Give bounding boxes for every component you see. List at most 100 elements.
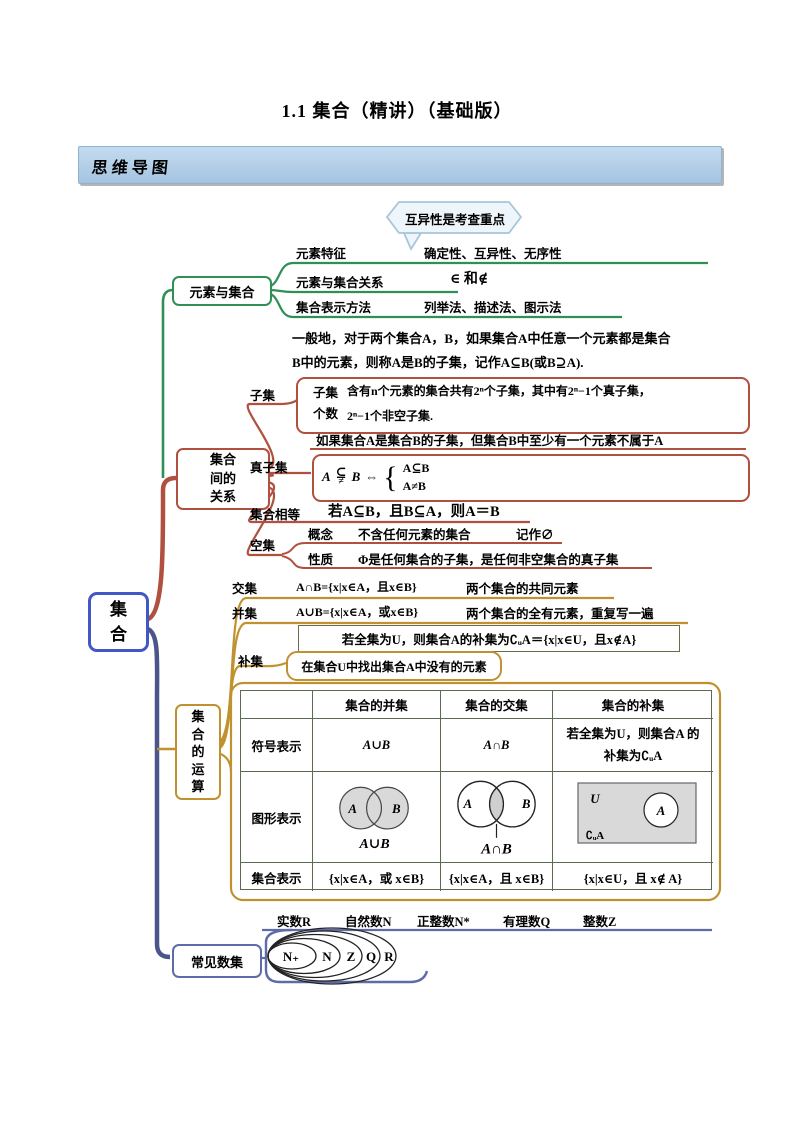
venn-complement-label-u: U: [590, 791, 600, 806]
subset-count-text2: 2ⁿ−1个非空子集.: [347, 409, 434, 423]
venn-intersection-diagram: A B A∩B: [457, 780, 536, 857]
ellipse-label-n: N: [322, 949, 332, 964]
node-common-number-sets: 常见数集: [172, 944, 262, 978]
element-feature-value: 确定性、互异性、无序性: [424, 247, 562, 261]
union-note: 两个集合的全有元素，重复写一遍: [466, 607, 654, 621]
union-label: 并集: [232, 607, 258, 621]
empty-set-concept-value: 不含任何元素的集合: [358, 528, 471, 542]
node-operations-label: 集合的运算: [191, 709, 205, 795]
intersection-note: 两个集合的共同元素: [466, 582, 579, 596]
table-set-intersection: {x|x∈A，且 x∈B}: [441, 863, 553, 891]
venn-complement-caption: ∁ᵤA: [586, 830, 605, 842]
element-relation-label: 元素与集合关系: [296, 276, 384, 290]
pf-iff-symbol: ⇔: [365, 469, 379, 484]
venn-complement-diagram: U A ∁ᵤA: [577, 781, 697, 844]
set-representation-label: 集合表示方法: [296, 301, 372, 315]
pf-neq-symbol: ≠: [338, 476, 344, 488]
pf-subset-symbol: ⊆: [335, 464, 347, 480]
union-formula: A∪B={x|x∈A，或x∈B}: [296, 605, 419, 619]
callout-bubble: [385, 201, 523, 251]
complement-formula-box: 若全集为U，则集合A的补集为∁ᵤA＝{x|x∈U，且x∉A}: [298, 625, 680, 652]
number-sets-nested-ellipses: [267, 927, 397, 985]
table-row-graph-label: 图形表示: [241, 772, 313, 863]
table-header-complement: 集合的补集: [553, 691, 713, 719]
table-header-intersection: 集合的交集: [441, 691, 553, 719]
proper-subset-formula: A ⊆ ≠ B ⇔ { A⊆B A≠B: [322, 459, 429, 495]
table-symbol-union: A∪B: [313, 719, 441, 772]
table-header-union: 集合的并集: [313, 691, 441, 719]
empty-set-property-key: 性质: [308, 553, 334, 567]
pf-b: B: [351, 469, 361, 484]
subset-count-text1: 含有n个元素的集合共有2ⁿ个子集，其中有2ⁿ−1个真子集，: [347, 384, 651, 398]
number-set-positive-integer: 正整数N*: [417, 915, 470, 929]
section-header-label: 思维导图: [90, 160, 173, 177]
venn-union-label-b: B: [391, 802, 401, 816]
pf-case2: A≠B: [402, 479, 426, 493]
subset-count-key-line1: 子集: [313, 386, 339, 400]
venn-intersection-label-a: A: [462, 797, 472, 811]
node-root-set: 集合: [88, 592, 149, 652]
venn-intersection-label-b: B: [521, 797, 531, 811]
table-graph-union-cell: A B A∪B: [313, 772, 441, 863]
ellipse-label-q: Q: [366, 949, 376, 964]
table-corner-cell: [241, 691, 313, 719]
ellipse-label-r: R: [384, 949, 394, 964]
number-set-rational: 有理数Q: [503, 915, 551, 929]
set-equality-label: 集合相等: [250, 508, 301, 522]
complement-formula: 若全集为U，则集合A的补集为∁ᵤA＝{x|x∈U，且x∉A}: [341, 633, 637, 647]
node-set-operations: 集合的运算: [175, 704, 221, 800]
table-symbol-complement-line2: 补集为∁ᵤA: [603, 749, 663, 763]
empty-set-label: 空集: [250, 539, 276, 553]
operations-table: 集合的并集 集合的交集 集合的补集 符号表示 A∪B A∩B 若全集为U，则集合…: [240, 690, 713, 891]
empty-set-concept-note: 记作∅: [516, 528, 554, 542]
set-equality-value: 若A⊆B，且B⊆A，则A＝B: [328, 504, 500, 520]
complement-note: 在集合U中找出集合A中没有的元素: [301, 659, 487, 674]
complement-label: 补集: [238, 655, 264, 669]
empty-set-property-value: Φ是任何集合的子集，是任何非空集合的真子集: [358, 553, 619, 567]
venn-complement-label-a: A: [656, 803, 666, 818]
subset-count-key-line2: 个数: [313, 407, 339, 421]
pf-a: A: [322, 469, 331, 484]
element-feature-label: 元素特征: [296, 247, 347, 261]
venn-union-diagram: A B A∪B: [339, 786, 409, 851]
intersection-formula: A∩B={x|x∈A，且x∈B}: [296, 580, 417, 594]
node-set-relations: 集合间的关系: [176, 448, 270, 510]
callout-text: 互异性是考查重点: [404, 213, 505, 227]
venn-intersection-caption: A∩B: [480, 841, 512, 857]
table-set-union: {x|x∈A，或 x∈B}: [313, 863, 441, 891]
empty-set-concept-key: 概念: [308, 528, 334, 542]
table-symbol-complement: 若全集为U，则集合A 的 补集为∁ᵤA: [553, 719, 713, 772]
page-title: 1.1 集合（精讲）（基础版）: [281, 101, 513, 121]
pf-brace: {: [383, 460, 398, 494]
intersection-label: 交集: [232, 582, 258, 596]
section-header-bar: [78, 146, 722, 184]
proper-subset-formula-box: [312, 454, 750, 502]
table-graph-intersection-cell: A B A∩B: [441, 772, 553, 863]
venn-union-caption: A∪B: [358, 836, 389, 851]
subset-definition-line1: 一般地，对于两个集合A，B，如果集合A中任意一个元素都是集合: [292, 331, 671, 346]
ellipse-label-z: Z: [347, 949, 356, 964]
pf-cases: A⊆B A≠B: [403, 459, 430, 495]
number-set-integer: 整数Z: [583, 915, 617, 929]
proper-subset-definition: 如果集合A是集合B的子集，但集合B中至少有一个元素不属于A: [316, 434, 664, 448]
set-representation-value: 列举法、描述法、图示法: [424, 301, 562, 315]
root-label: 集合: [110, 599, 127, 645]
subset-count-box: [296, 377, 750, 434]
number-set-real: 实数R: [277, 915, 312, 929]
node-relations-label: 集合间的关系: [209, 451, 236, 505]
ellipse-label-n-plus: N₊: [283, 949, 299, 964]
pf-case1: A⊆B: [402, 461, 430, 475]
node-number-sets-label: 常见数集: [190, 954, 243, 970]
table-symbol-complement-line1: 若全集为U，则集合A 的: [566, 726, 700, 741]
node-elements-and-sets: 元素与集合: [172, 276, 272, 306]
table-row-symbol-label: 符号表示: [241, 719, 313, 772]
element-relation-value: ∈ 和∉: [450, 272, 489, 287]
subset-label: 子集: [250, 389, 276, 403]
table-graph-complement-cell: U A ∁ᵤA: [553, 772, 713, 863]
number-set-natural: 自然数N: [345, 915, 392, 929]
table-row-set-label: 集合表示: [241, 863, 313, 891]
subset-definition-line2: B中的元素，则称A是B的子集，记作A⊆B(或B⊇A).: [292, 355, 584, 370]
table-set-complement: {x|x∈U，且 x∉ A}: [583, 871, 683, 886]
complement-note-box: 在集合U中找出集合A中没有的元素: [286, 651, 502, 681]
